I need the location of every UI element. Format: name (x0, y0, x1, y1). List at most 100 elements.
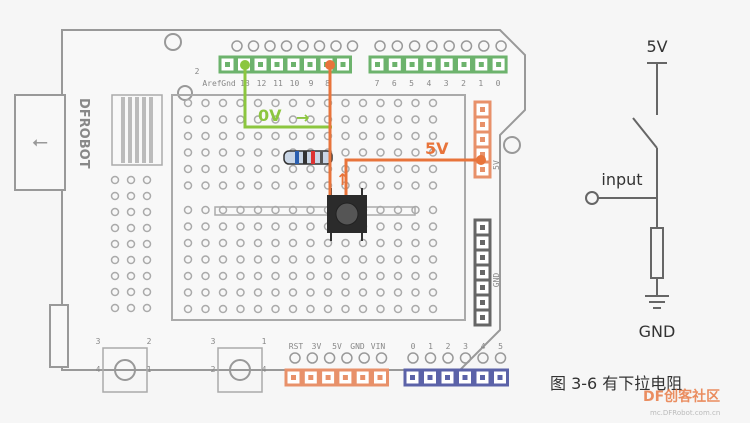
socket-hole (264, 40, 276, 52)
breadboard-hole (341, 115, 350, 124)
breadboard-hole (306, 271, 315, 281)
side-gnd-pin-pad (480, 225, 485, 230)
board-hole (126, 271, 136, 281)
breadboard-hole (271, 164, 280, 174)
analog-pin-label: 0 (411, 342, 416, 351)
breadboard-hole (253, 181, 263, 190)
breadboard-hole (376, 205, 385, 215)
breadboard-hole (218, 181, 228, 190)
breadboard-hole (288, 238, 298, 248)
socket-hole (330, 40, 342, 52)
breadboard-hole (341, 148, 350, 157)
breadboard-hole (183, 255, 193, 264)
button-pin-label: 3 (211, 337, 216, 346)
top-pin-label: 3 (444, 79, 449, 88)
breadboard-hole (183, 131, 193, 141)
top-pin-label: 11 (273, 79, 283, 88)
usb-icon: ⭠ (32, 129, 48, 153)
breadboard-hole (393, 271, 403, 281)
pin-2-label: 2 (195, 67, 200, 76)
board-hole (110, 271, 120, 281)
socket-hole (297, 40, 309, 52)
ic-pin (135, 97, 139, 163)
breadboard-hole (201, 164, 210, 174)
socket-hole (407, 352, 419, 364)
breadboard-hole (253, 115, 263, 124)
button-pin-label: 2 (147, 337, 152, 346)
breadboard-hole (428, 205, 438, 215)
breadboard-hole (271, 255, 280, 264)
breadboard-hole (236, 304, 245, 314)
breadboard-hole (183, 205, 193, 215)
breadboard-hole (201, 148, 210, 157)
breadboard-hole (183, 271, 193, 281)
top-pin-label: 2 (461, 79, 466, 88)
socket-hole (424, 352, 437, 364)
power-arrow-icon: ↑ (336, 170, 349, 189)
power-pin-label: VIN (371, 342, 386, 351)
breadboard-hole (428, 304, 438, 314)
mount-hole (164, 33, 182, 51)
breadboard-hole (376, 255, 385, 264)
breadboard-hole (253, 304, 263, 314)
top-pin-label: 10 (290, 79, 300, 88)
breadboard-hole (253, 255, 263, 264)
breadboard-hole (341, 288, 350, 297)
push-button (327, 188, 367, 241)
analog-pin-label: 3 (463, 342, 468, 351)
breadboard-hole (253, 222, 263, 231)
breadboard-hole (393, 255, 403, 264)
breadboard-hole (411, 222, 420, 231)
breadboard-hole (393, 222, 403, 231)
board-hole (126, 239, 136, 249)
side-5v-pin-pad (480, 152, 485, 157)
breadboard-hole (393, 181, 403, 190)
board-hole (142, 239, 152, 249)
ic-pin (142, 97, 146, 163)
breadboard-hole (323, 255, 333, 264)
digital-pin-right-pad (375, 62, 380, 67)
breadboard-hole (393, 164, 403, 174)
breadboard-hole (236, 164, 245, 174)
power-wire-5v (344, 158, 481, 195)
side-5v-label: 5V (492, 160, 501, 170)
breadboard-hole (236, 271, 245, 281)
breadboard-hole (218, 115, 228, 124)
breadboard-hole (288, 115, 298, 124)
mount-hole (503, 136, 521, 154)
socket-hole (477, 352, 489, 364)
breadboard-hole (288, 131, 298, 141)
breadboard-hole (201, 288, 210, 297)
breadboard-hole (323, 238, 333, 248)
breadboard-hole (376, 288, 385, 297)
breadboard-hole (411, 271, 420, 281)
breadboard-hole (323, 271, 333, 281)
breadboard-hole (306, 164, 315, 174)
breadboard-hole (306, 255, 315, 264)
breadboard-hole (323, 304, 333, 314)
board-hole (110, 303, 120, 313)
breadboard-hole (218, 98, 228, 108)
breadboard-hole (218, 304, 228, 314)
side-gnd-pin-pad (480, 315, 485, 320)
breadboard-hole (288, 288, 298, 297)
schematic (585, 62, 669, 309)
analog-pin-label: 2 (446, 342, 451, 351)
breadboard-hole (201, 205, 210, 215)
top-pin-label: 7 (375, 79, 380, 88)
board-hole (110, 175, 120, 185)
power-pin-pad (342, 375, 348, 380)
board-outline (61, 29, 526, 371)
breadboard-hole (428, 115, 438, 124)
breadboard-hole (218, 288, 228, 297)
analog-pin-pad (462, 375, 468, 380)
board-hole (142, 207, 152, 217)
breadboard-hole (428, 288, 438, 297)
board-hole (126, 175, 136, 185)
power-pin-label: 3V (312, 342, 322, 351)
socket-hole (231, 40, 243, 52)
breadboard-hole (341, 255, 350, 264)
breadboard-hole (411, 205, 420, 215)
usb-jack (14, 94, 66, 191)
breadboard-hole (376, 304, 385, 314)
